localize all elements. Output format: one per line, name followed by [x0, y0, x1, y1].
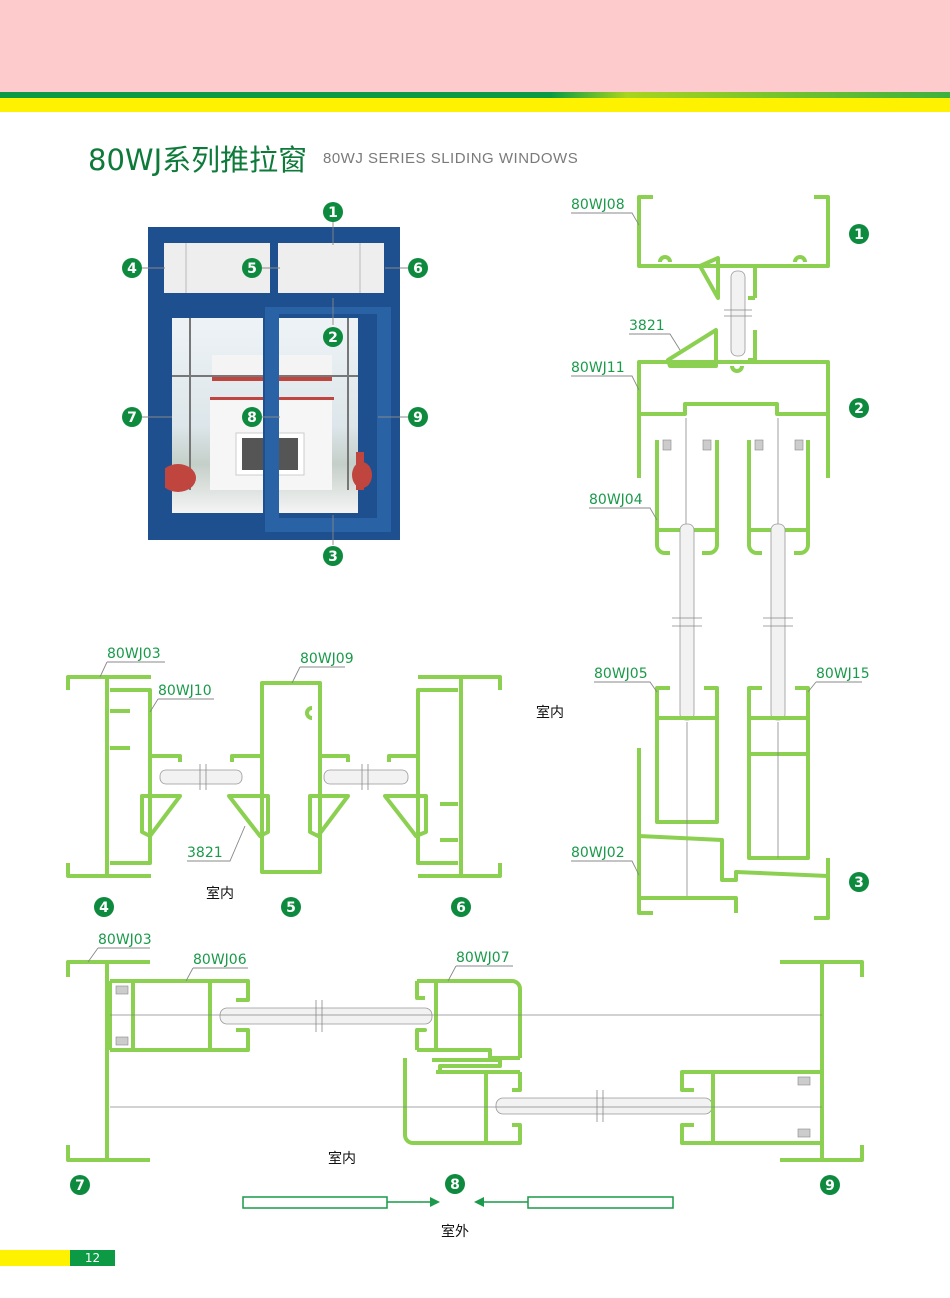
section-badge-4: 4 [94, 897, 114, 917]
header-yellow-stripe [0, 98, 950, 112]
slide-direction-diagram [242, 1196, 674, 1209]
label-80wj15: 80WJ15 [816, 666, 870, 682]
svg-text:9: 9 [825, 1178, 835, 1194]
arrow-right-icon [430, 1197, 440, 1207]
section-badge-6: 6 [451, 897, 471, 917]
section-badge-5: 5 [281, 897, 301, 917]
footer-yellow-bar [0, 1250, 70, 1266]
svg-text:4: 4 [127, 261, 137, 277]
vertical-section-drawing [637, 195, 830, 920]
page-number: 12 [70, 1250, 115, 1266]
badge-7: 7 [122, 407, 142, 427]
label-3821-mid: 3821 [187, 845, 223, 861]
badge-4: 4 [122, 258, 142, 278]
label-indoor-right: 室内 [536, 704, 564, 721]
label-80wj04: 80WJ04 [589, 492, 643, 508]
badge-9: 9 [408, 407, 428, 427]
label-80wj10: 80WJ10 [158, 683, 212, 699]
svg-text:8: 8 [247, 410, 257, 426]
page-title: 80WJ系列推拉窗 [88, 143, 308, 177]
badge-6: 6 [408, 258, 428, 278]
label-80wj03-bottom: 80WJ03 [98, 932, 152, 948]
svg-text:6: 6 [456, 900, 466, 916]
label-80wj09: 80WJ09 [300, 651, 354, 667]
section-badge-8: 8 [445, 1174, 465, 1194]
section-badge-2: 2 [849, 398, 869, 418]
svg-text:9: 9 [413, 410, 423, 426]
label-80wj03-mid: 80WJ03 [107, 646, 161, 662]
label-3821-top: 3821 [629, 318, 665, 334]
section-badge-3: 3 [849, 872, 869, 892]
svg-text:8: 8 [450, 1177, 460, 1193]
svg-text:4: 4 [99, 900, 109, 916]
label-80wj11: 80WJ11 [571, 360, 625, 376]
badge-3: 3 [323, 546, 343, 566]
section-badge-9: 9 [820, 1175, 840, 1195]
transom-section-drawing [66, 675, 502, 878]
badge-5: 5 [242, 258, 262, 278]
window-illustration [142, 220, 408, 545]
section-badge-1: 1 [849, 224, 869, 244]
badge-2: 2 [323, 327, 343, 347]
svg-text:7: 7 [75, 1178, 85, 1194]
badge-1: 1 [323, 202, 343, 222]
sash-section-drawing [66, 960, 864, 1162]
svg-text:1: 1 [328, 205, 338, 221]
label-indoor-mid: 室内 [206, 885, 234, 902]
svg-text:7: 7 [127, 410, 137, 426]
header-green-stripe [0, 92, 950, 98]
svg-text:5: 5 [247, 261, 257, 277]
section-badge-7: 7 [70, 1175, 90, 1195]
svg-text:3: 3 [328, 549, 338, 565]
label-indoor-bottom: 室内 [328, 1150, 356, 1167]
svg-text:2: 2 [854, 401, 864, 417]
svg-text:6: 6 [413, 261, 423, 277]
svg-text:3: 3 [854, 875, 864, 891]
svg-text:5: 5 [286, 900, 296, 916]
label-80wj07: 80WJ07 [456, 950, 510, 966]
label-80wj06: 80WJ06 [193, 952, 247, 968]
badge-8: 8 [242, 407, 262, 427]
arrow-left-icon [474, 1197, 484, 1207]
label-80wj05: 80WJ05 [594, 666, 648, 682]
label-80wj02: 80WJ02 [571, 845, 625, 861]
label-outdoor: 室外 [441, 1223, 469, 1240]
label-80wj08: 80WJ08 [571, 197, 625, 213]
page-subtitle: 80WJ SERIES SLIDING WINDOWS [323, 150, 579, 167]
header-band [0, 0, 950, 92]
svg-text:2: 2 [328, 330, 338, 346]
svg-text:1: 1 [854, 227, 864, 243]
